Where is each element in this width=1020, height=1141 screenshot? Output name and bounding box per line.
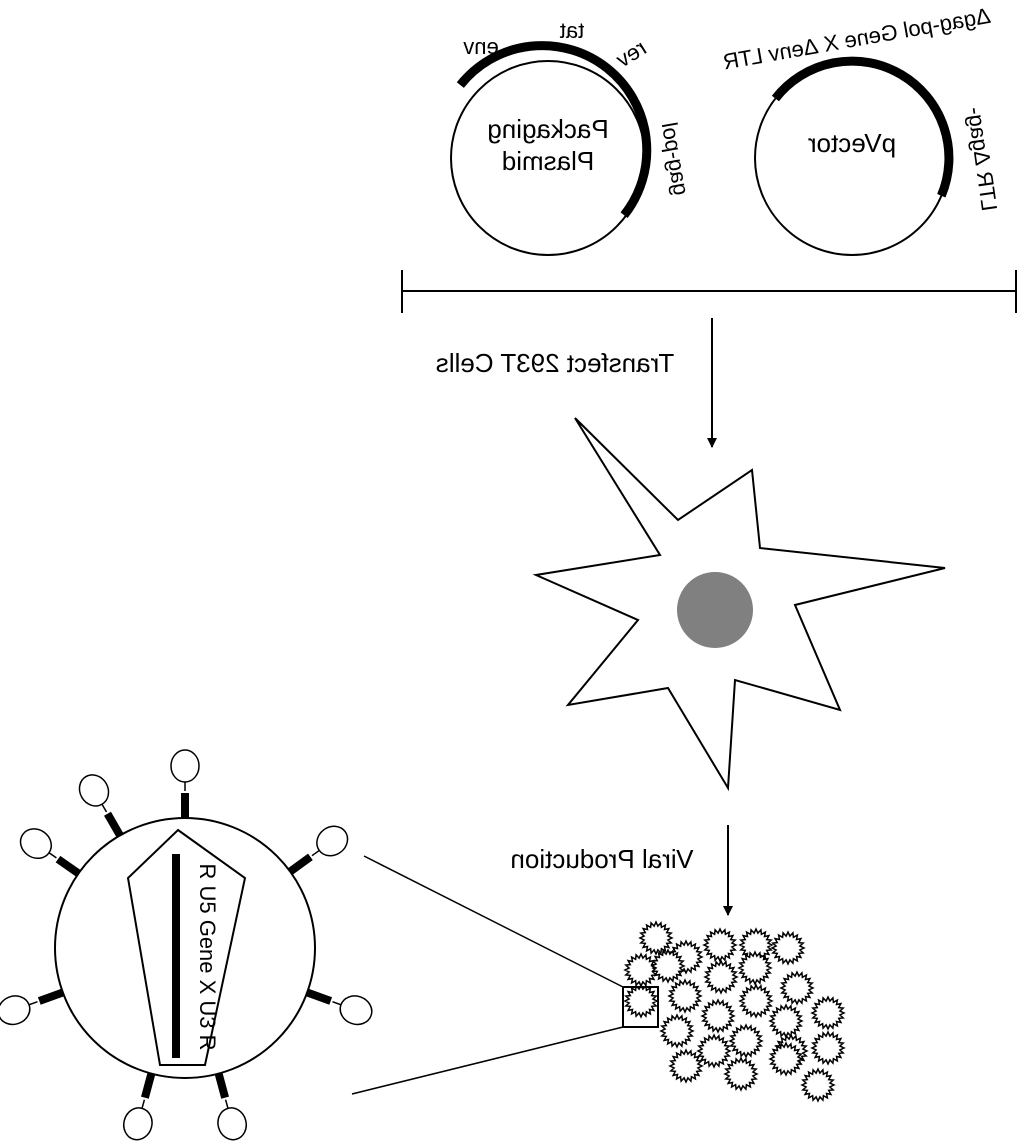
cotransfection-bracket: [401, 270, 1017, 313]
viral-production-label: Viral Production: [510, 844, 693, 874]
packaging-plasmid-label-line2: Plasmid: [502, 146, 594, 176]
virus-particle-cluster: [623, 920, 846, 1103]
virus-particle: [638, 920, 674, 956]
zoom-line-lower: [351, 1026, 624, 1095]
virion-detail: R U5 Gene X U3 R: [0, 749, 373, 1141]
envelope-spike-head: [217, 1107, 247, 1141]
virion-capsid: [126, 828, 247, 1066]
virus-particle: [703, 959, 739, 995]
virus-particle: [623, 952, 659, 988]
virus-particle: [702, 927, 738, 963]
envelope-spike-head: [19, 828, 53, 860]
packaging-plasmid: Packaging Plasmid env tat rev gag-pol: [450, 18, 694, 256]
zoom-line-upper: [363, 855, 624, 988]
virus-particle: [770, 930, 806, 966]
virus-particle: [737, 950, 773, 986]
virus-particle: [810, 1030, 846, 1066]
virus-particle: [668, 1048, 704, 1084]
transfect-step-label: Transfect 293T Cells: [436, 348, 674, 378]
virus-particle: [659, 1013, 695, 1049]
envelope-spike-head: [78, 774, 110, 807]
envelope-spike-head: [316, 825, 349, 857]
vector-plasmid-insert-arc: [771, 56, 954, 198]
virus-particle: [768, 1003, 804, 1039]
virion-genome-label: R U5 Gene X U3 R: [195, 863, 220, 1050]
gene-label-gag-pol: gag-pol: [657, 120, 694, 197]
gene-label-tat: tat: [560, 18, 584, 43]
envelope-spike-head: [170, 749, 200, 783]
virus-particle: [696, 1033, 732, 1069]
virus-particle: [779, 970, 815, 1006]
vector-plasmid-label: pVector: [808, 128, 897, 158]
virus-particle: [810, 995, 846, 1031]
virus-particle: [623, 983, 659, 1019]
virus-particle: [728, 1023, 764, 1059]
virus-particle: [700, 998, 736, 1034]
packaging-plasmid-insert-arc: [456, 41, 652, 218]
cell-nucleus: [677, 572, 753, 648]
virus-particle: [723, 1056, 759, 1092]
virus-particle: [667, 978, 703, 1014]
envelope-spike-head: [0, 995, 31, 1026]
vector-insert-label-right: LTR Δgag-: [963, 105, 1002, 212]
gene-label-env: env: [463, 34, 498, 59]
gene-label-rev: rev: [611, 35, 650, 72]
envelope-spike-head: [123, 1107, 153, 1141]
envelope-spike-head: [339, 995, 373, 1026]
packaging-plasmid-label-line1: Packaging: [487, 114, 608, 144]
vector-plasmid: pVector Δgag-pol Gene X Δenv LTR LTR Δga…: [721, 3, 1002, 256]
producer-cell: [532, 417, 946, 792]
virus-particle: [738, 983, 774, 1019]
virus-particle: [768, 1041, 804, 1077]
virus-particle: [800, 1067, 836, 1103]
virus-particle: [650, 948, 686, 984]
particle-highlight-box: [622, 986, 659, 1028]
